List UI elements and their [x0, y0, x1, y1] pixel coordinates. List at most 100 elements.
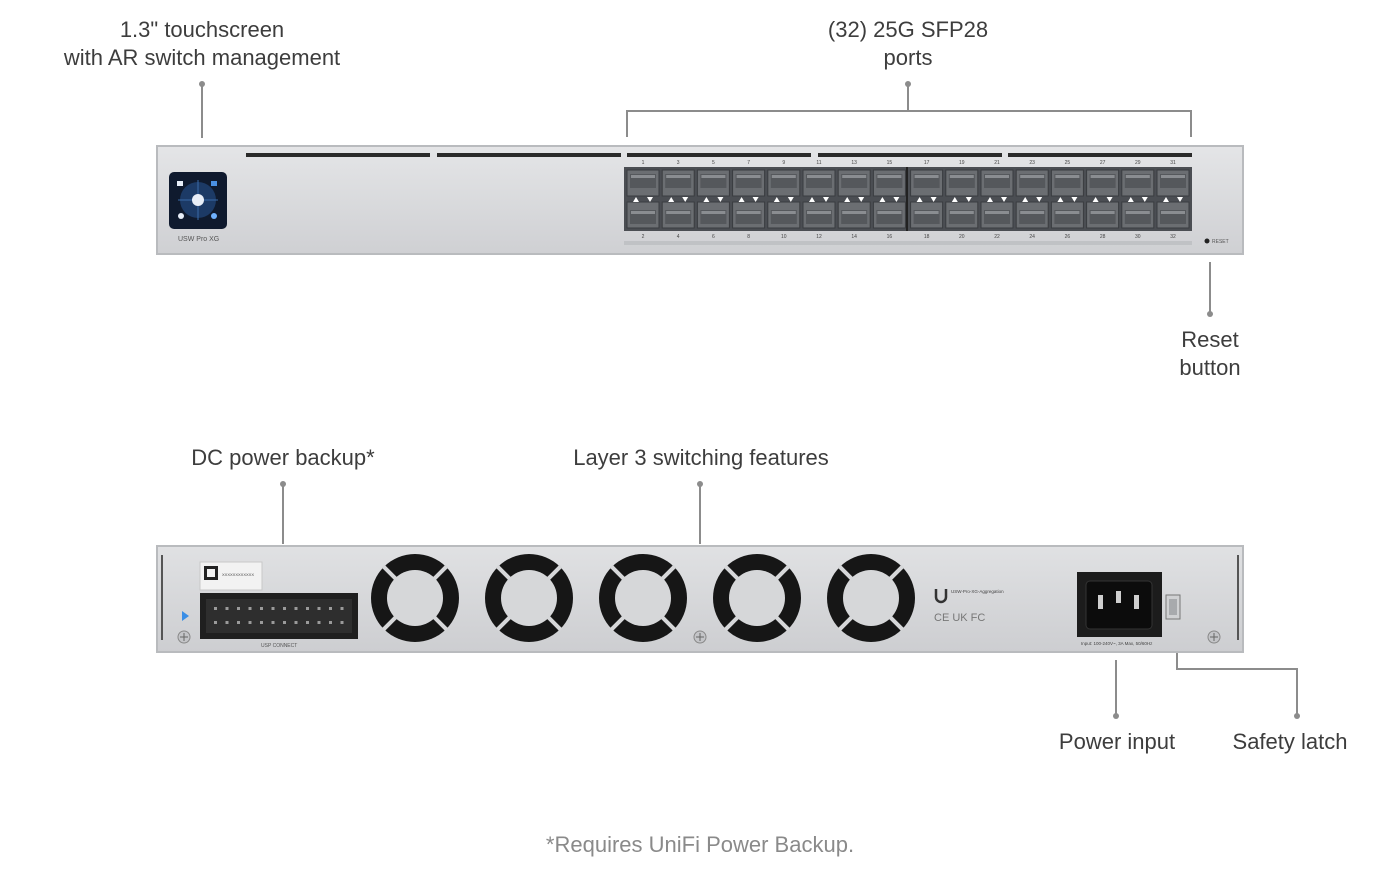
screen-icon — [177, 181, 183, 186]
sfp28-port[interactable] — [1015, 169, 1049, 197]
sfp28-port[interactable] — [696, 169, 730, 197]
sfp28-port[interactable] — [1015, 201, 1049, 229]
touchscreen-callout-line1: 1.3" touchscreen — [119, 17, 285, 42]
footnote: *Requires UniFi Power Backup. — [545, 832, 855, 857]
port-number-label: 1 — [642, 160, 645, 166]
port-number-label: 24 — [1029, 234, 1035, 240]
port-number-label: 30 — [1135, 234, 1141, 240]
status-led-icon — [182, 611, 189, 621]
screen-icon — [178, 213, 184, 219]
sfp28-port[interactable] — [626, 201, 660, 229]
touchscreen-display[interactable] — [169, 172, 227, 229]
fan-grille — [485, 554, 573, 642]
port-number-label: 16 — [887, 234, 893, 240]
qr-label-text: XXXXXXXXXXXX — [222, 572, 254, 577]
sfp28-port[interactable] — [732, 201, 766, 229]
vent-slot — [627, 153, 811, 157]
port-number-label: 22 — [994, 234, 1000, 240]
reset-button[interactable] — [1204, 238, 1210, 244]
port-direction-icon — [633, 197, 653, 202]
port-number-label: 9 — [782, 160, 785, 166]
reset-label: RESET — [1212, 239, 1229, 245]
port-number-label: 25 — [1065, 160, 1071, 166]
port-direction-icon — [1127, 197, 1148, 202]
port-number-label: 29 — [1135, 160, 1141, 166]
model-text: USW-Pro-XG-Aggregation — [951, 589, 1004, 594]
port-number-label: 21 — [994, 160, 1000, 166]
sfp28-port[interactable] — [1121, 201, 1155, 229]
touchscreen-callout: 1.3" touchscreen with AR switch manageme… — [52, 16, 352, 72]
certification-marks: CE UK FC — [934, 612, 985, 624]
port-number-label: 17 — [924, 160, 930, 166]
sfp28-port[interactable] — [626, 169, 660, 197]
sfp28-port[interactable] — [1156, 169, 1190, 197]
sfp28-port[interactable] — [661, 169, 695, 197]
port-direction-icon — [1022, 197, 1043, 202]
fan-grille — [713, 554, 801, 642]
sfp28-port[interactable] — [696, 201, 730, 229]
touchscreen-callout-line2: with AR switch management — [63, 45, 341, 70]
sfp28-port[interactable] — [1050, 169, 1084, 197]
safety-latch[interactable] — [1165, 594, 1181, 620]
ports-callout: (32) 25G SFP28 ports — [808, 16, 1008, 72]
vent-slot — [1008, 153, 1192, 157]
screen-icon — [211, 181, 217, 186]
sfp28-port[interactable] — [910, 201, 944, 229]
port-number-label: 15 — [887, 160, 893, 166]
ubiquiti-logo-icon — [934, 589, 948, 604]
sfp28-port[interactable] — [837, 201, 871, 229]
port-number-label: 13 — [851, 160, 857, 166]
port-direction-icon — [738, 197, 759, 202]
port-number-label: 18 — [924, 234, 930, 240]
sfp28-port[interactable] — [661, 201, 695, 229]
port-number-label: 27 — [1100, 160, 1106, 166]
sfp28-port[interactable] — [872, 201, 906, 229]
fan-grille — [371, 554, 459, 642]
sfp28-port[interactable] — [1086, 169, 1120, 197]
port-number-label: 6 — [712, 234, 715, 240]
sfp28-port[interactable] — [980, 169, 1014, 197]
port-direction-icon — [668, 197, 689, 202]
vent-slot — [246, 153, 430, 157]
vent-slot — [818, 153, 1002, 157]
sfp28-port[interactable] — [945, 169, 979, 197]
sfp28-port[interactable] — [767, 169, 801, 197]
sfp28-port[interactable] — [802, 169, 836, 197]
power-input-socket[interactable] — [1077, 572, 1162, 637]
port-number-label: 32 — [1170, 234, 1176, 240]
port-number-label: 31 — [1170, 160, 1176, 166]
sfp28-port[interactable] — [1050, 201, 1084, 229]
sfp28-port[interactable] — [1121, 169, 1155, 197]
port-direction-icon — [809, 197, 829, 202]
ports-callout-line2: ports — [883, 45, 933, 70]
port-direction-icon — [1057, 197, 1078, 202]
fan-array — [371, 554, 915, 642]
qr-label: XXXXXXXXXXXX — [199, 561, 263, 591]
usp-label: USP CONNECT — [261, 643, 297, 649]
sfp28-port[interactable] — [1086, 201, 1120, 229]
port-number-label: 7 — [747, 160, 750, 166]
port-number-label: 2 — [642, 234, 645, 240]
port-direction-icon — [773, 197, 794, 202]
sfp28-port[interactable] — [732, 169, 766, 197]
usp-connector[interactable] — [200, 593, 358, 639]
port-direction-icon — [1092, 197, 1113, 202]
sfp-port-grid — [626, 167, 1190, 231]
port-number-label: 20 — [959, 234, 965, 240]
screw-icon — [177, 630, 191, 644]
reset-callout-line2: button — [1179, 355, 1241, 380]
layer3-callout: Layer 3 switching features — [573, 445, 829, 470]
port-direction-icon — [987, 197, 1007, 202]
screen-icon — [211, 213, 217, 219]
sfp28-port[interactable] — [945, 201, 979, 229]
port-number-label: 26 — [1065, 234, 1071, 240]
model-label: USW Pro XG — [178, 236, 219, 243]
sfp28-port[interactable] — [767, 201, 801, 229]
sfp28-port[interactable] — [837, 169, 871, 197]
sfp28-port[interactable] — [1156, 201, 1190, 229]
sfp28-port[interactable] — [802, 201, 836, 229]
sfp28-port[interactable] — [910, 169, 944, 197]
sfp28-port[interactable] — [872, 169, 906, 197]
sfp28-port[interactable] — [980, 201, 1014, 229]
